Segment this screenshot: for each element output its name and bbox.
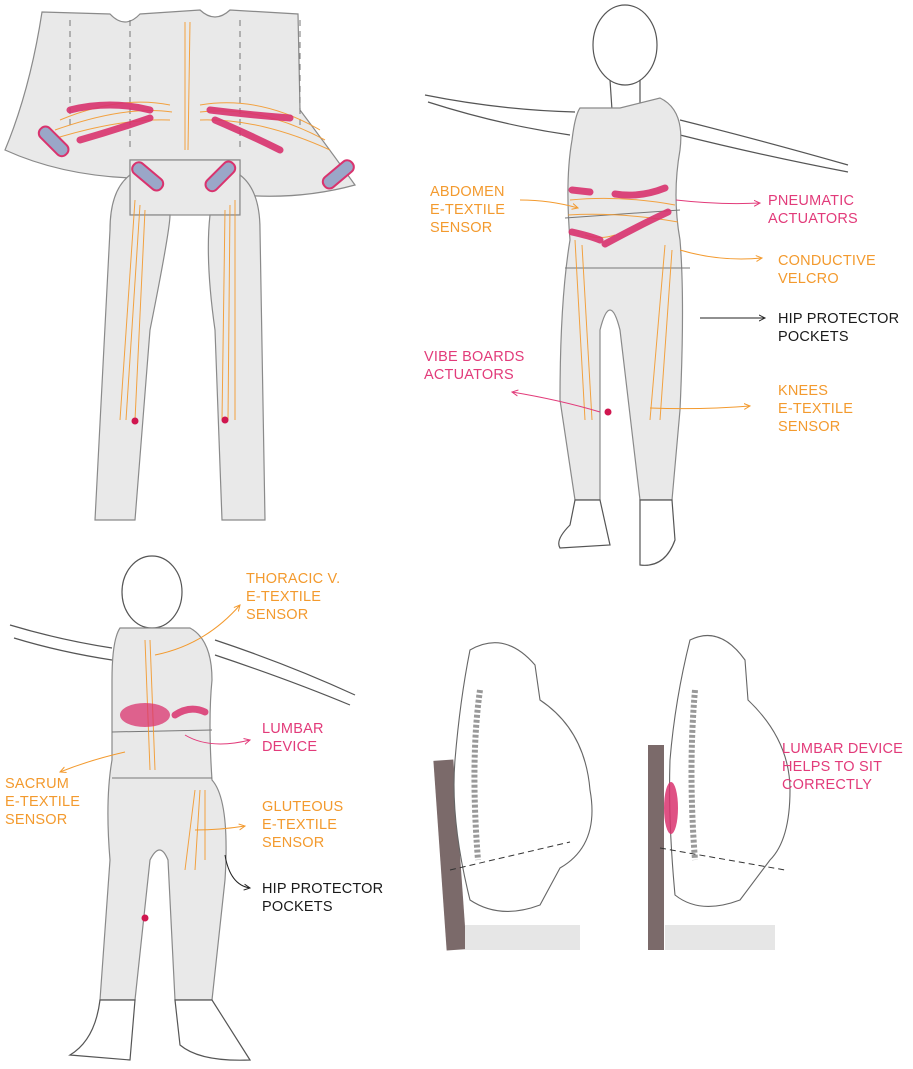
garment-right-leg [208,175,265,520]
flat-garment-pattern [5,10,356,520]
lumbar-device-pad [120,703,170,727]
lumbar-device-on-chair [664,782,678,834]
back-suit [100,628,226,1000]
sitting-slouched [433,643,592,951]
sitting-correct [648,636,790,951]
garment-left-leg [95,175,170,520]
